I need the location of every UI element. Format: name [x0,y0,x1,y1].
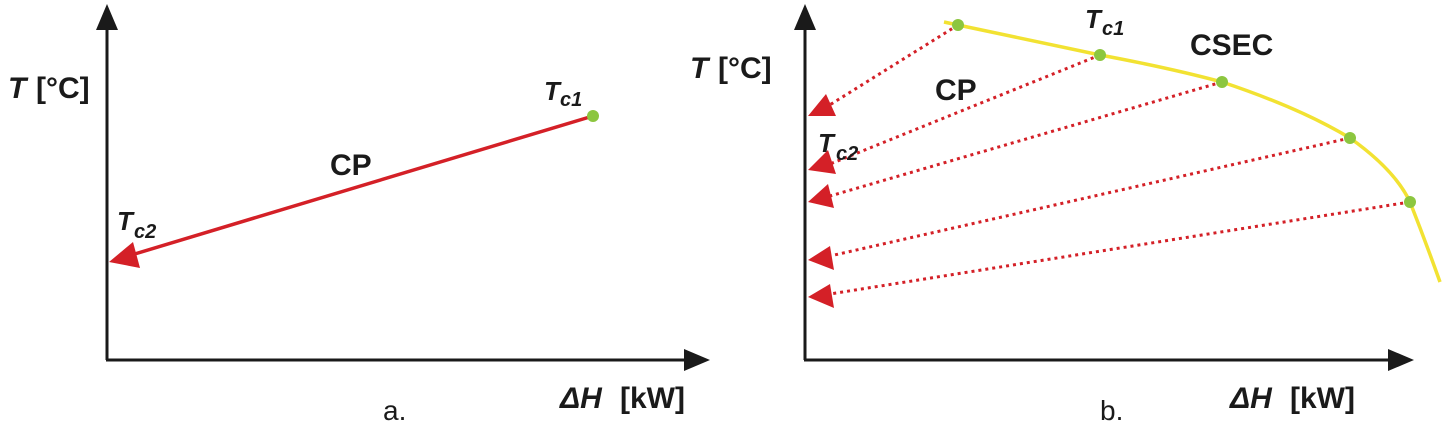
panel-a-cp-label: CP [330,149,372,182]
panel-b-point-3 [1216,76,1228,88]
panel-b-cp-arrowhead-4 [808,246,834,270]
panel-b-csec-curve [943,20,1442,283]
panel-a-x-label: ΔH [559,382,603,415]
panel-b-cp-arrowhead-3 [808,184,834,208]
panel-b: T [°C] ΔH [kW] CP CSEC T c1 [690,4,1442,426]
panel-a-tc2-label: T [117,206,135,236]
panel-b-point-1 [952,19,964,31]
panel-b-y-label: T [690,52,711,85]
panel-a-y-axis-arrowhead [96,4,118,30]
panel-a-cp-arrowhead [109,242,140,268]
panel-b-x-unit: [kW] [1290,382,1355,415]
panel-b-cp-arrowhead-5 [808,284,834,308]
panel-b-cp-line-4 [829,136,1351,258]
panel-a: T [°C] ΔH [kW] CP T c1 T c2 a. [8,4,710,426]
panel-b-point-2 [1094,49,1106,61]
panel-a-x-axis-arrowhead [684,349,710,371]
panel-a-caption: a. [383,395,406,426]
panel-b-point-5 [1404,196,1416,208]
panel-a-x-unit: [kW] [620,382,685,415]
panel-b-tc2-label: T [818,128,836,158]
panel-b-x-label: ΔH [1229,382,1273,415]
panel-b-caption: b. [1100,395,1123,426]
panel-b-tc2-sub: c2 [836,143,858,165]
panel-b-y-unit: [°C] [718,52,772,85]
panel-b-cp-arrows [808,23,1411,308]
panel-b-cp-line-3 [829,80,1223,198]
panel-b-cp-line-2 [829,53,1101,166]
panel-b-cp-line-5 [829,200,1411,296]
panel-b-cp-arrowhead-2 [808,150,836,174]
panel-b-cp-label: CP [935,74,977,107]
panel-b-point-4 [1344,132,1356,144]
panel-b-tc1-label: T [1085,4,1103,34]
panel-b-csec-label: CSEC [1190,29,1273,62]
panel-b-x-axis-arrowhead [1388,349,1414,371]
panel-b-cp-line-1 [827,23,959,108]
panel-b-cp-arrowhead-1 [808,94,836,116]
panel-a-tc1-point [587,110,599,122]
panel-b-y-axis-arrowhead [794,4,816,30]
panel-a-tc2-sub: c2 [134,221,156,243]
panel-a-tc1-sub: c1 [560,89,582,111]
panel-a-y-label: T [8,72,29,105]
panel-a-y-unit: [°C] [36,72,90,105]
panel-a-cp-line [127,114,594,258]
panel-b-tc1-sub: c1 [1102,18,1124,40]
panel-a-tc1-label: T [544,76,562,106]
